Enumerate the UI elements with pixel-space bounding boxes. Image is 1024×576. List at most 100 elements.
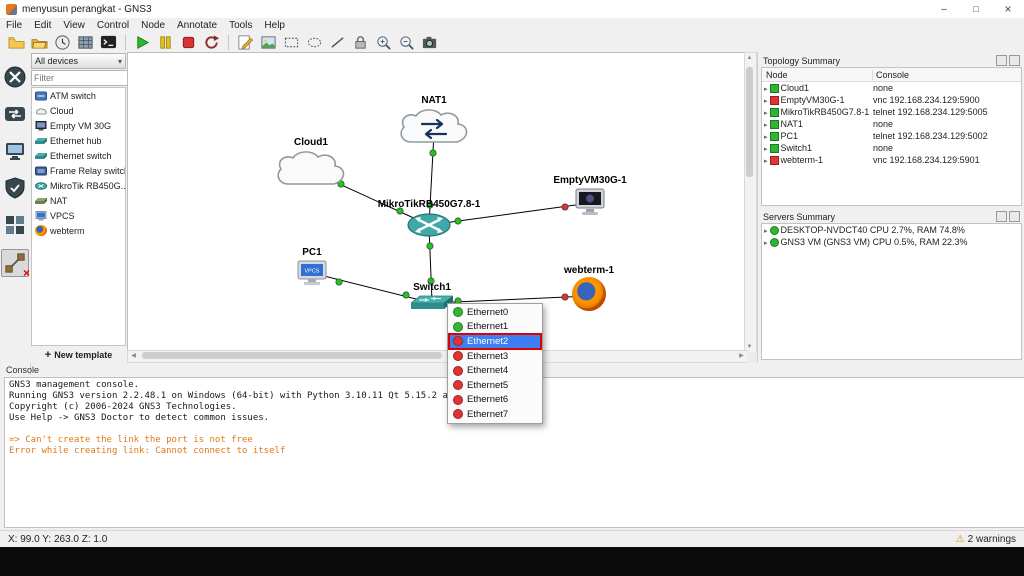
zoom-out-button[interactable]	[396, 33, 417, 52]
switch-icon	[3, 102, 27, 126]
zoom-in-button[interactable]	[373, 33, 394, 52]
node-webterm[interactable]: webterm-1	[572, 265, 606, 311]
table-row[interactable]: MikroTikRB450G7.8-1telnet 192.168.234.12…	[762, 106, 1021, 118]
menu-annotate[interactable]: Annotate	[171, 20, 223, 31]
menu-item-ethernet5[interactable]: Ethernet5	[449, 378, 541, 393]
expander-icon[interactable]	[764, 95, 768, 105]
dock-close-button[interactable]	[1009, 55, 1020, 66]
device-template-cloud[interactable]: Cloud	[32, 103, 125, 118]
expander-icon[interactable]	[764, 83, 768, 93]
device-template-vpcs[interactable]: VPCS	[32, 208, 125, 223]
device-filter-input[interactable]	[31, 70, 130, 86]
table-row[interactable]: NAT1none	[762, 118, 1021, 130]
table-row[interactable]: PC1telnet 192.168.234.129:5002	[762, 130, 1021, 142]
maximize-button[interactable]	[960, 0, 992, 18]
stop-button[interactable]	[178, 33, 199, 52]
node-emptyvm[interactable]: EmptyVM30G-1	[574, 175, 606, 217]
menu-edit[interactable]: Edit	[28, 20, 57, 31]
browse-routers-button[interactable]	[2, 64, 28, 90]
menu-help[interactable]: Help	[258, 20, 291, 31]
node-mikrotik-router[interactable]: MikroTikRB450G7.8-1	[406, 199, 452, 239]
device-filter-dropdown[interactable]: All devices	[31, 53, 126, 69]
browse-security-devices-button[interactable]	[2, 175, 28, 201]
menu-item-ethernet0[interactable]: Ethernet0	[449, 305, 541, 320]
draw-ellipse-button[interactable]	[304, 33, 325, 52]
device-template-ethernet-hub[interactable]: Ethernet hub	[32, 133, 125, 148]
titlebar[interactable]: menyusun perangkat - GNS3	[0, 0, 1024, 19]
suspend-button[interactable]	[155, 33, 176, 52]
node-cloud1[interactable]: Cloud1	[271, 137, 351, 193]
node-nat1[interactable]: NAT1	[394, 95, 474, 151]
column-console[interactable]: Console	[873, 70, 1021, 80]
menu-item-ethernet2[interactable]: Ethernet2	[449, 334, 541, 349]
expander-icon[interactable]	[764, 131, 768, 141]
horizontal-scroll-thumb[interactable]	[142, 352, 442, 359]
port-status-icon	[453, 409, 463, 419]
start-button[interactable]	[132, 33, 153, 52]
expander-icon[interactable]	[764, 119, 768, 129]
table-row[interactable]: webterm-1vnc 192.168.234.129:5901	[762, 154, 1021, 166]
minimize-button[interactable]	[928, 0, 960, 18]
expander-icon[interactable]	[764, 155, 768, 165]
menu-view[interactable]: View	[57, 20, 91, 31]
browse-all-devices-button[interactable]	[2, 212, 28, 238]
new-template-button[interactable]: New template	[31, 347, 126, 362]
project-grid-button[interactable]	[75, 33, 96, 52]
add-note-button[interactable]	[235, 33, 256, 52]
expander-icon[interactable]	[764, 237, 768, 247]
menu-control[interactable]: Control	[91, 20, 135, 31]
topology-canvas[interactable]: NAT1 Cloud1 MikroTikRB450G7.8-1	[127, 52, 748, 354]
menu-node[interactable]: Node	[135, 20, 171, 31]
topology-summary-dock: Topology Summary Node Console Cloud1none…	[761, 54, 1022, 206]
reload-button[interactable]	[201, 33, 222, 52]
device-template-ethernet-switch[interactable]: Ethernet switch	[32, 148, 125, 163]
qemu-vm-icon	[574, 187, 606, 217]
device-template-empty-vm[interactable]: Empty VM 30G	[32, 118, 125, 133]
insert-image-button[interactable]	[258, 33, 279, 52]
screenshot-button[interactable]	[419, 33, 440, 52]
console-button[interactable]	[98, 33, 119, 52]
device-template-frame-relay-switch[interactable]: Frame Relay switch	[32, 163, 125, 178]
table-row[interactable]: Switch1none	[762, 142, 1021, 154]
expander-icon[interactable]	[764, 107, 768, 117]
menu-item-ethernet4[interactable]: Ethernet4	[449, 363, 541, 378]
device-template-nat[interactable]: NAT	[32, 193, 125, 208]
expander-icon[interactable]	[764, 143, 768, 153]
scroll-right-arrow-icon[interactable]: ▶	[737, 352, 746, 361]
scroll-left-arrow-icon[interactable]: ◀	[129, 352, 138, 361]
menu-item-ethernet7[interactable]: Ethernet7	[449, 407, 541, 422]
menu-item-ethernet1[interactable]: Ethernet1	[449, 320, 541, 335]
menu-tools[interactable]: Tools	[223, 20, 258, 31]
menu-file[interactable]: File	[0, 20, 28, 31]
lock-items-button[interactable]	[350, 33, 371, 52]
device-template-webterm[interactable]: webterm	[32, 223, 125, 238]
snapshots-button[interactable]	[52, 33, 73, 52]
close-button[interactable]	[992, 0, 1024, 18]
table-row[interactable]: EmptyVM30G-1vnc 192.168.234.129:5900	[762, 94, 1021, 106]
dock-close-button[interactable]	[1009, 211, 1020, 222]
menu-item-ethernet6[interactable]: Ethernet6	[449, 393, 541, 408]
node-label: Switch1	[413, 282, 451, 293]
node-status-icon	[770, 96, 779, 105]
list-item[interactable]: GNS3 VM (GNS3 VM) CPU 0.5%, RAM 22.3%	[762, 236, 1021, 248]
menu-item-ethernet3[interactable]: Ethernet3	[449, 349, 541, 364]
open-project-button[interactable]	[29, 33, 50, 52]
browse-end-devices-button[interactable]	[2, 138, 28, 164]
dock-float-button[interactable]	[996, 211, 1007, 222]
draw-line-button[interactable]	[327, 33, 348, 52]
node-pc1[interactable]: PC1 VPCS	[295, 247, 329, 289]
device-template-mikrotik[interactable]: MikroTik RB450G...	[32, 178, 125, 193]
vertical-scroll-thumb[interactable]	[746, 67, 753, 177]
expander-icon[interactable]	[764, 225, 768, 235]
warnings-indicator[interactable]: 2 warnings	[956, 534, 1016, 545]
add-link-button[interactable]	[1, 249, 29, 277]
device-template-label: MikroTik RB450G...	[50, 181, 125, 191]
new-project-button[interactable]	[6, 33, 27, 52]
browse-switches-button[interactable]	[2, 101, 28, 127]
draw-rectangle-button[interactable]	[281, 33, 302, 52]
table-row[interactable]: Cloud1none	[762, 82, 1021, 94]
list-item[interactable]: DESKTOP-NVDCT40 CPU 2.7%, RAM 74.8%	[762, 224, 1021, 236]
dock-float-button[interactable]	[996, 55, 1007, 66]
column-node[interactable]: Node	[762, 70, 873, 80]
device-template-atm-switch[interactable]: ATM switch	[32, 88, 125, 103]
